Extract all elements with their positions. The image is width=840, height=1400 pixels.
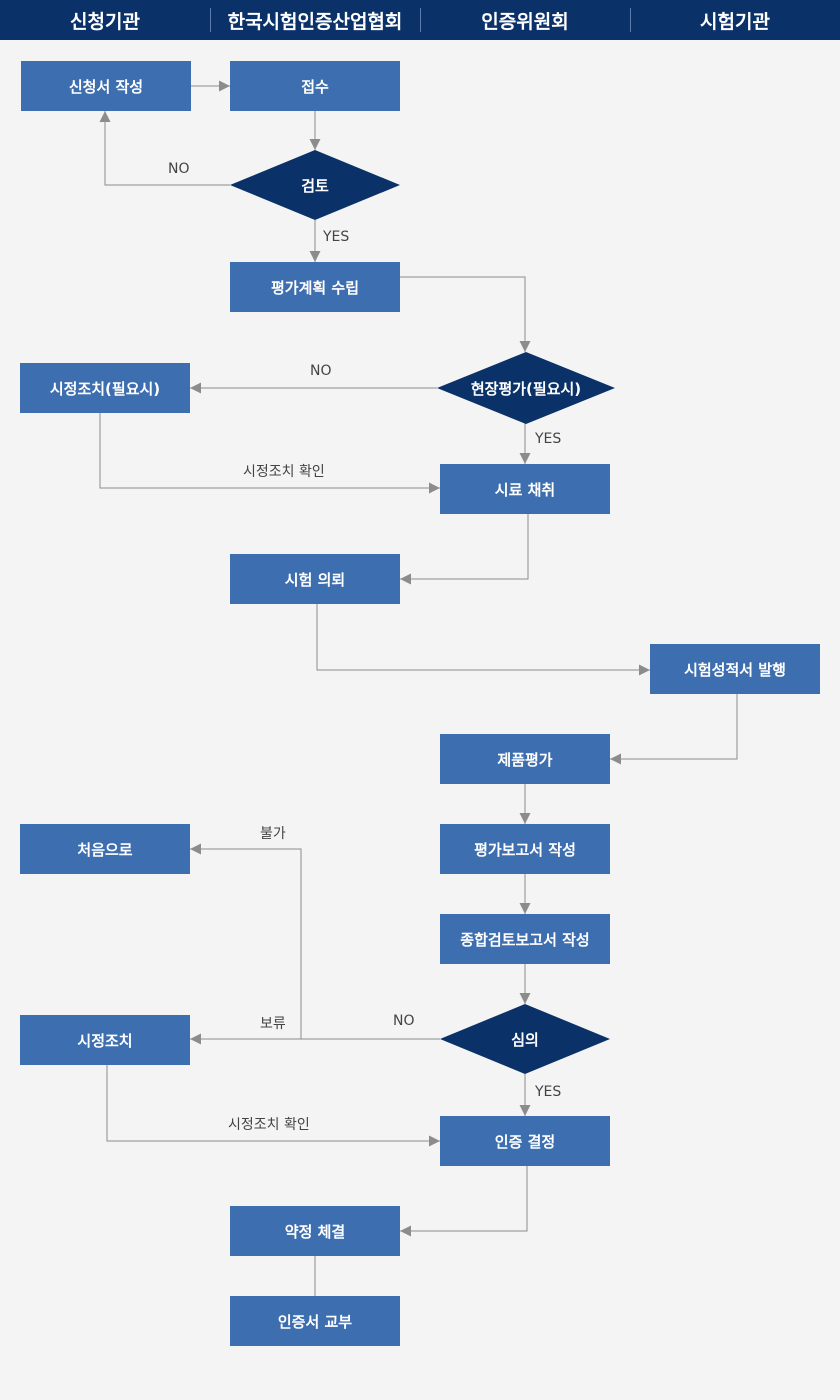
node-agreement: 약정 체결 [230, 1206, 400, 1256]
node-corrective-2: 시정조치 [20, 1015, 190, 1065]
label-hold: 보류 [260, 1016, 286, 1032]
lane-divider [210, 8, 211, 32]
lane-test-lab: 시험기관 [630, 0, 840, 40]
node-plan: 평가계획 수립 [230, 262, 400, 312]
decision-onsite-label: 현장평가(필요시) [470, 379, 582, 398]
edge-sampling-to-test-request [400, 514, 529, 585]
lane-applicant: 신청기관 [70, 10, 140, 33]
label-delib-no: NO [393, 1013, 415, 1029]
node-issue: 인증서 교부 [230, 1296, 400, 1346]
decision-deliberation-label: 심의 [511, 1030, 539, 1049]
label-review-no: NO [168, 161, 190, 177]
node-restart: 처음으로 [20, 824, 190, 874]
node-corrective-1: 시정조치(필요시) [20, 363, 190, 413]
node-summary-report: 종합검토보고서 작성 [440, 914, 610, 964]
lane-divider [630, 8, 631, 32]
decision-diamond [230, 150, 400, 220]
lane-association: 한국시험인증산업협회 [210, 0, 420, 40]
node-product-eval: 제품평가 [440, 734, 610, 784]
lane-committee: 인증위원회 [420, 0, 630, 40]
label-delib-yes: YES [535, 1084, 562, 1100]
lane-header: 신청기관 한국시험인증산업협회 인증위원회 시험기관 [0, 0, 840, 40]
lane-committee-label: 인증위원회 [481, 10, 569, 33]
lane-divider [420, 8, 421, 32]
edge-report-to-product-eval [610, 694, 738, 765]
edge-plan-to-onsite [400, 276, 531, 352]
node-receive: 접수 [230, 61, 400, 111]
label-corrective2-confirm: 시정조치 확인 [228, 1117, 310, 1133]
label-rejected: 불가 [260, 826, 286, 842]
label-onsite-no: NO [310, 363, 332, 379]
decision-review: 검토 [230, 150, 400, 220]
node-test-report: 시험성적서 발행 [650, 644, 820, 694]
label-review-yes: YES [323, 229, 350, 245]
edge-decision-to-agreement [400, 1166, 528, 1237]
edge-corrective-to-sampling [99, 413, 440, 494]
edge-corrective2-to-decision [106, 1064, 440, 1147]
decision-onsite: 현장평가(필요시) [437, 352, 615, 424]
edge-review-no-to-apply [99, 111, 230, 186]
node-test-request: 시험 의뢰 [230, 554, 400, 604]
node-sampling: 시료 채취 [440, 464, 610, 514]
label-corrective1-confirm: 시정조치 확인 [243, 464, 325, 480]
lane-association-label: 한국시험인증산업협회 [227, 10, 403, 33]
edge-test-request-to-report [316, 604, 650, 676]
decision-deliberation: 심의 [440, 1004, 610, 1074]
lane-test-lab-label: 시험기관 [700, 10, 770, 33]
edge-reject-to-restart [190, 843, 302, 1039]
node-apply: 신청서 작성 [21, 61, 191, 111]
node-eval-report: 평가보고서 작성 [440, 824, 610, 874]
label-onsite-yes: YES [535, 431, 562, 447]
decision-review-label: 검토 [301, 176, 329, 195]
decision-diamond [437, 352, 615, 424]
node-decision: 인증 결정 [440, 1116, 610, 1166]
decision-diamond [440, 1004, 610, 1074]
